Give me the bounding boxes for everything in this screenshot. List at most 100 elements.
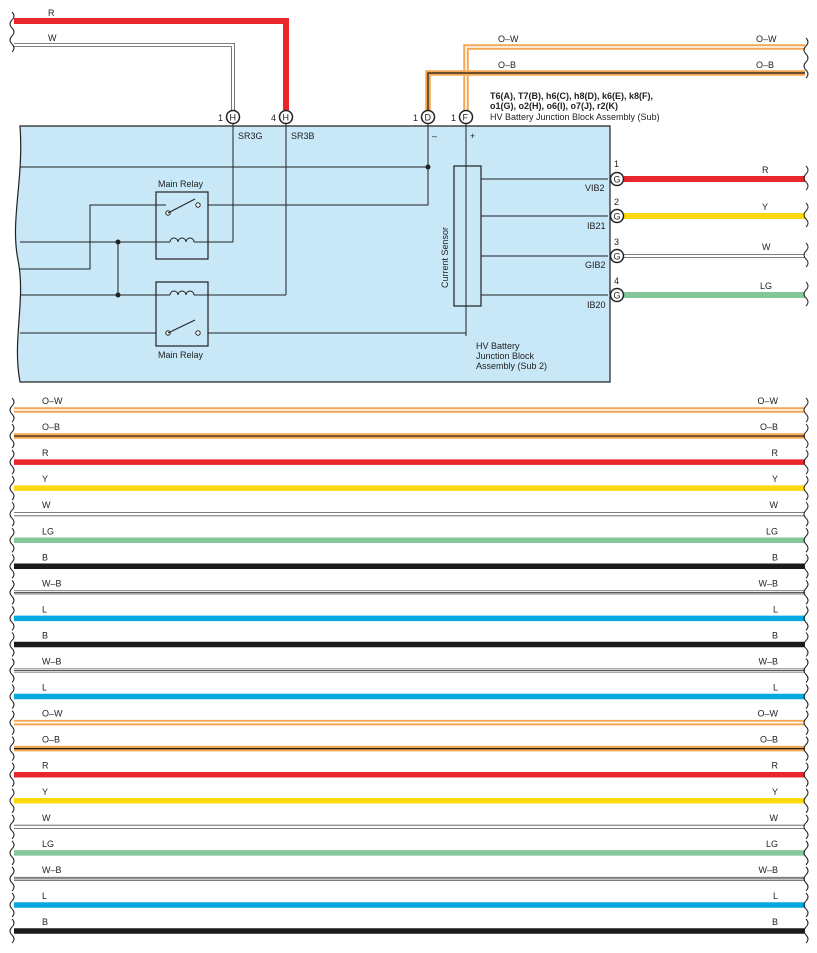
top-wire-ow: O–W O–W	[463, 34, 805, 110]
top-wire-w-label: W	[48, 33, 57, 43]
connector-top-2: H 4 SR3B	[271, 109, 315, 295]
bus-wire-label-left: W–B	[42, 657, 62, 667]
output-2-wire: Y	[762, 202, 768, 212]
output-1-signal: VIB2	[585, 183, 605, 193]
break-mark-right	[803, 892, 809, 918]
break-mark-left	[9, 658, 15, 683]
top-wire-r: R	[14, 8, 289, 110]
break-mark-left	[9, 710, 15, 735]
connector-top-3-signal: –	[432, 131, 437, 141]
bus-wire-label-right: B	[772, 630, 778, 640]
current-sensor-label: Current Sensor	[440, 227, 450, 288]
break-mark-left	[9, 527, 15, 553]
output-2-signal: IB21	[587, 221, 606, 231]
break-mark-out-2	[803, 202, 809, 228]
connector-list-line2: o1(G), o2(H), o6(I), o7(J), r2(K)	[490, 101, 618, 111]
bus-wire-label-right: LG	[766, 526, 778, 536]
output-1: G 1 VIB2 R	[585, 159, 805, 193]
bus-wire-label-left: W–B	[42, 578, 62, 588]
bus-wire-label-left: Y	[42, 474, 48, 484]
main-relay-bottom: Main Relay	[155, 281, 209, 360]
bus-wire-label-left: O–W	[42, 709, 63, 719]
bus-wire-label-left: O–B	[42, 422, 60, 432]
bus-wire-11: W–B W–B	[9, 657, 809, 683]
bus-wire-label-right: W	[770, 813, 779, 823]
break-mark-right	[803, 840, 809, 866]
bus-wire-label-right: R	[772, 448, 779, 458]
bus-wire-label-right: W–B	[758, 657, 778, 667]
block-name-line3: Assembly (Sub 2)	[476, 361, 547, 371]
bus-wire-label-left: B	[42, 630, 48, 640]
bus-wire-label-left: LG	[42, 526, 54, 536]
output-4-pin: 4	[614, 276, 619, 286]
junction-block-body	[14, 125, 611, 383]
connector-top-1-signal: SR3G	[238, 131, 263, 141]
break-mark-right	[803, 632, 809, 657]
output-3-pin: 3	[614, 237, 619, 247]
top-wire-ow-label-right: O–W	[756, 34, 777, 44]
bus-wire-label-right: O–B	[760, 735, 778, 745]
break-mark-left	[9, 449, 15, 475]
break-mark-right	[803, 397, 809, 423]
bus-wire-label-right: LG	[766, 839, 778, 849]
break-mark-left	[9, 501, 15, 527]
break-mark-right	[803, 579, 809, 605]
output-4: G 4 IB20 LG	[587, 276, 805, 310]
connector-top-3-letter: D	[425, 113, 432, 123]
connector-top-4: F 1 +	[451, 109, 475, 166]
break-mark-out-3	[803, 242, 809, 268]
bus-wire-label-left: L	[42, 683, 47, 693]
break-mark-right	[803, 918, 809, 944]
break-mark-right	[803, 527, 809, 553]
bus-wire-label-left: R	[42, 761, 49, 771]
bus-wire-label-left: R	[42, 448, 49, 458]
current-sensor: Current Sensor	[440, 165, 482, 307]
output-1-pin: 1	[614, 159, 619, 169]
bus-wire-label-right: Y	[772, 474, 778, 484]
connector-top-2-letter: H	[283, 113, 290, 123]
bus-wire-label-right: Y	[772, 787, 778, 797]
bus-wire-label-left: W	[42, 500, 51, 510]
break-mark-left	[9, 762, 15, 788]
top-wire-w: W	[14, 33, 235, 110]
break-mark-left	[9, 892, 15, 918]
junction-dot-2	[115, 292, 121, 298]
output-3: G 3 GIB2 W	[585, 237, 805, 270]
top-wire-ob: O–B O–B	[425, 60, 805, 110]
break-mark-right	[803, 788, 809, 814]
bus-wire-label-right: L	[773, 891, 778, 901]
bus-wire-label-right: B	[772, 552, 778, 562]
break-mark-out-4	[803, 281, 809, 307]
connector-top-4-letter: F	[463, 113, 469, 123]
bus-wire-6: LG LG	[9, 526, 809, 553]
break-mark-left	[9, 684, 15, 709]
junction-dot-1	[115, 239, 121, 245]
top-wire-ob-label-right: O–B	[756, 60, 774, 70]
bus-wire-label-left: L	[42, 891, 47, 901]
connector-top-1-pin: 1	[218, 113, 223, 123]
break-mark-right	[803, 449, 809, 475]
break-mark-left	[9, 632, 15, 657]
break-mark-right	[803, 762, 809, 788]
bus-wire-label-left: B	[42, 917, 48, 927]
output-3-wire: W	[762, 242, 771, 252]
output-4-wire: LG	[760, 281, 772, 291]
output-2-pin: 2	[614, 197, 619, 207]
connector-top-3-pin: 1	[413, 113, 418, 123]
break-mark-left	[9, 423, 15, 449]
block-name-line1: HV Battery	[476, 341, 520, 351]
main-relay-bottom-label: Main Relay	[158, 350, 204, 360]
main-relay-top-label: Main Relay	[158, 179, 204, 189]
bus-wire-label-left: O–B	[42, 735, 60, 745]
top-wire-r-label: R	[48, 8, 55, 18]
output-3-letter: G	[614, 252, 621, 262]
bus-wire-label-left: L	[42, 604, 47, 614]
